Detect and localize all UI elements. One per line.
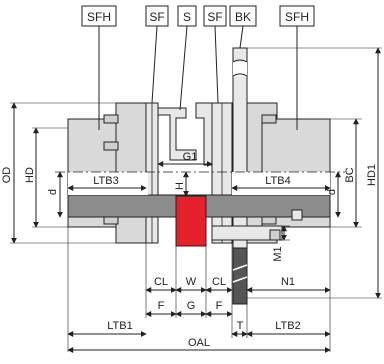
label-ltb2: LTB2 [275, 320, 300, 332]
label-od: OD [1, 167, 13, 184]
elastic-element [175, 195, 207, 247]
label-g: G [187, 300, 196, 312]
label-sf-right: SF [207, 10, 222, 24]
label-m1: M1 [272, 246, 284, 261]
top-callouts: SFH SF S SF BK SFH [81, 5, 315, 130]
label-d-left: d [47, 189, 59, 195]
label-sf-left: SF [149, 10, 164, 24]
label-d-right: d [326, 189, 338, 195]
label-f-right: F [216, 300, 223, 312]
label-ltb3: LTB3 [93, 175, 118, 187]
coupling-body [55, 47, 345, 305]
label-ltb1: LTB1 [107, 320, 132, 332]
label-sfh-right: SFH [285, 10, 309, 24]
inner-dimensions: LTB3 G1 H LTB4 [67, 151, 331, 197]
center-jaw-right [195, 102, 213, 166]
label-bk: BK [235, 10, 251, 24]
brake-disc-top-break [233, 62, 247, 76]
label-w: W [186, 276, 197, 288]
label-f-left: F [158, 300, 165, 312]
set-screw [291, 209, 303, 221]
right-dimensions: d BC HD1 [247, 47, 382, 299]
bolt-icon [103, 114, 119, 124]
label-hd1: HD1 [366, 164, 378, 186]
bolt-icon [103, 141, 119, 151]
bolt-icon [261, 114, 277, 124]
label-ltb4: LTB4 [265, 175, 290, 187]
label-cl-right: CL [212, 276, 226, 288]
label-g1: G1 [183, 151, 198, 163]
label-h: H [174, 182, 186, 190]
brake-disc-lower [232, 247, 248, 305]
label-oal: OAL [188, 337, 210, 349]
label-cl-left: CL [154, 276, 168, 288]
label-hd-left: HD [24, 167, 36, 183]
label-sfh-left: SFH [87, 10, 111, 24]
left-dimensions: OD HD d [1, 102, 116, 244]
label-s: S [183, 10, 191, 24]
m1-dimension: M1 [272, 225, 290, 262]
label-n1: N1 [281, 276, 295, 288]
label-bc: BC [344, 167, 356, 182]
brake-disc [232, 47, 248, 249]
lower-dimensions: CL W CL N1 F G F LTB1 T LTB2 OAL [67, 227, 331, 353]
label-t: T [237, 320, 244, 332]
center-jaw [157, 107, 197, 161]
